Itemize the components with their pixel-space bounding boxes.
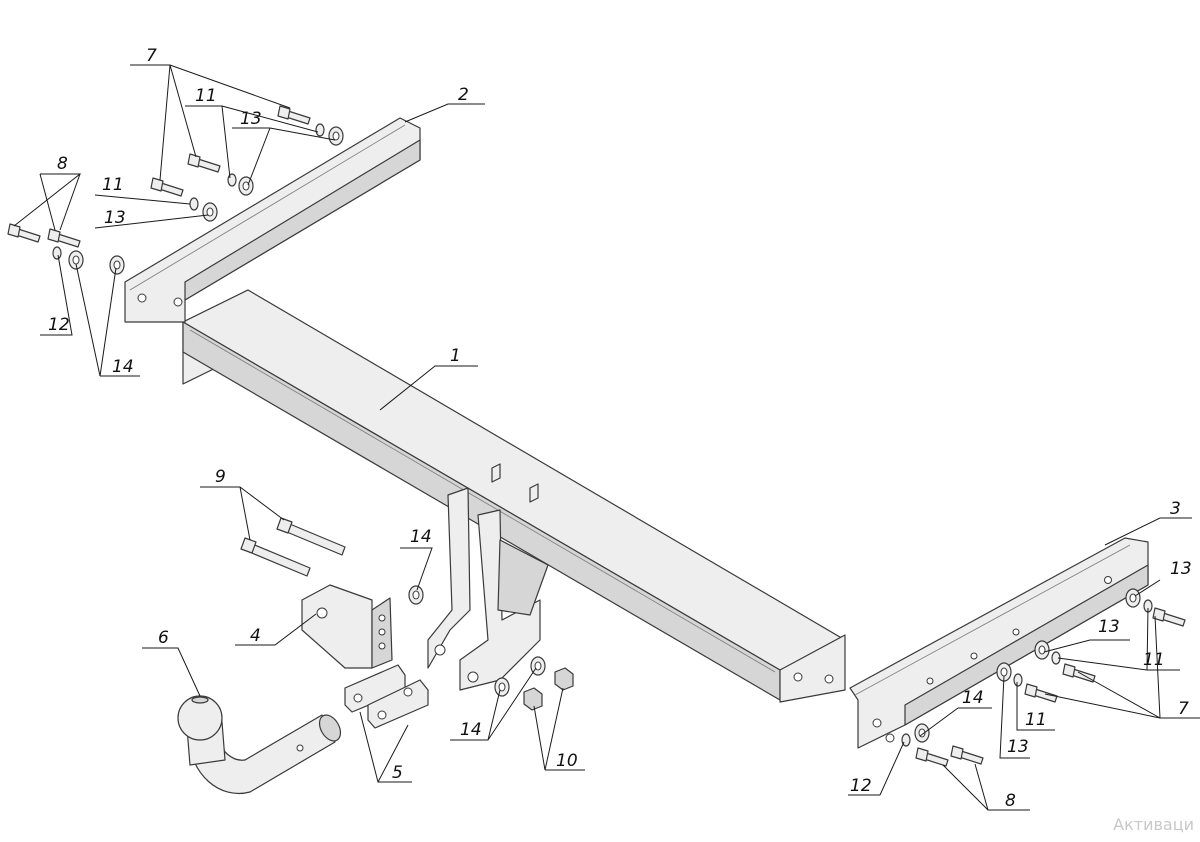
callout-13-right-a: 13 [1170, 559, 1192, 579]
socket-mounting-plate [301, 584, 393, 669]
callout-13-right-c: 13 [1007, 737, 1029, 757]
callout-1: 1 [450, 346, 461, 366]
callout-7-right: 7 [1178, 699, 1189, 719]
callout-7-left: 7 [146, 46, 157, 66]
callout-8-left: 8 [57, 154, 68, 174]
long-bolts [240, 517, 346, 577]
callout-11-left-mid: 11 [102, 175, 124, 195]
main-crossbar-frame [182, 289, 846, 703]
callout-14-center: 14 [410, 527, 432, 547]
callout-2: 2 [458, 85, 469, 105]
callout-11-right-b: 11 [1025, 710, 1047, 730]
callout-8-right: 8 [1005, 791, 1016, 811]
callout-13-left-top: 13 [240, 109, 262, 129]
leader-lines [13, 64, 1200, 811]
callout-11-right-a: 11 [1143, 650, 1165, 670]
right-fasteners [901, 588, 1186, 767]
callout-14-bottom: 14 [460, 720, 482, 740]
right-side-bracket [849, 537, 1149, 749]
callout-13-left-mid: 13 [104, 208, 126, 228]
spacer-plates [344, 664, 429, 729]
callout-3: 3 [1170, 499, 1181, 519]
callout-14-right: 14 [962, 688, 984, 708]
callout-12-right: 12 [850, 776, 872, 796]
callout-10: 10 [556, 751, 578, 771]
callout-14-left: 14 [112, 357, 134, 377]
callout-4: 4 [250, 626, 261, 646]
callout-labels: 1 2 3 4 5 6 7 7 8 8 9 10 11 11 11 11 12 … [48, 46, 1192, 811]
callout-5: 5 [392, 763, 403, 783]
callout-11-left-top: 11 [195, 86, 217, 106]
tow-ball-assembly [177, 695, 342, 794]
callout-6: 6 [158, 628, 169, 648]
callout-13-right-b: 13 [1098, 617, 1120, 637]
callout-9: 9 [215, 467, 226, 487]
activation-watermark: Активаци [1113, 815, 1194, 834]
left-side-bracket [124, 117, 421, 323]
callout-12-left: 12 [48, 315, 70, 335]
center-fasteners [408, 585, 574, 711]
